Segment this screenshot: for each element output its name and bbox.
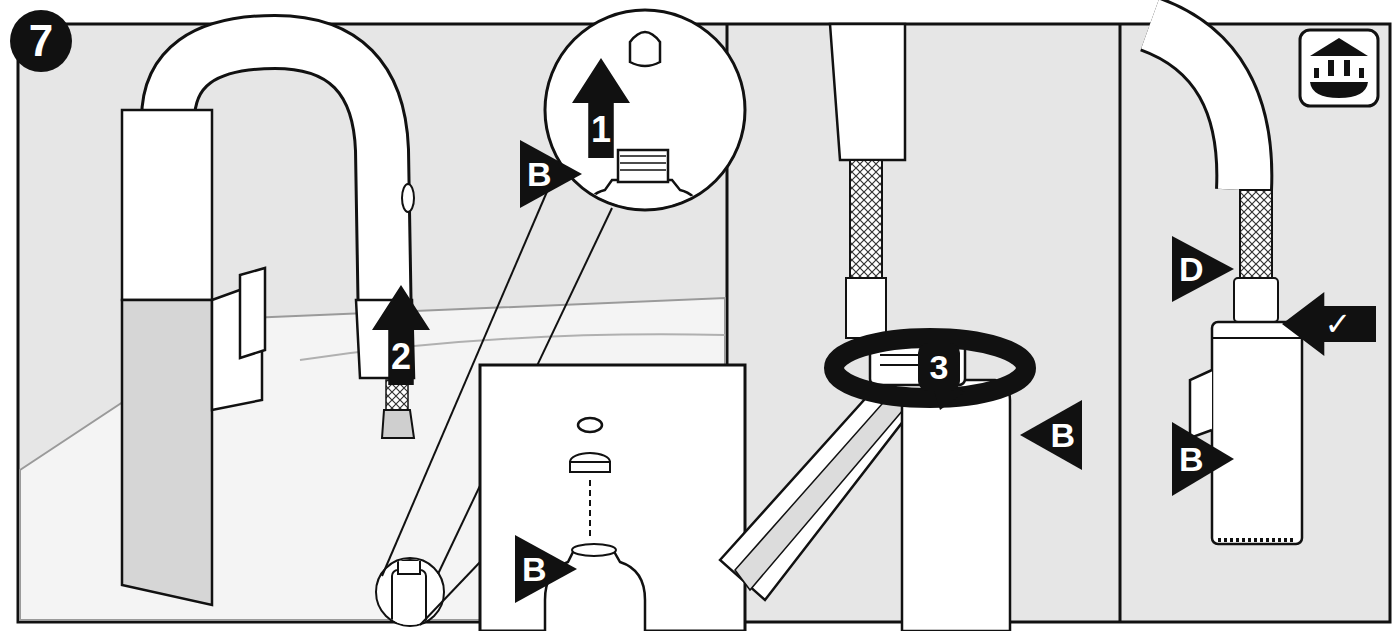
step-number-text: 7 <box>29 19 53 63</box>
marker-text: B <box>527 157 552 191</box>
check-arrow: ✓ <box>1282 292 1376 356</box>
marker-fill <box>918 343 960 391</box>
marker-fill <box>1172 422 1234 496</box>
marker-fill <box>372 285 430 385</box>
marker-fill <box>1172 236 1234 302</box>
marker-text: B <box>1050 418 1075 452</box>
callout-number: 3 <box>918 343 960 391</box>
marker-fill <box>520 140 582 208</box>
part-letter: B <box>520 140 582 208</box>
marker-fill <box>572 58 630 158</box>
part-letter: B <box>1172 422 1234 496</box>
part-letter: B <box>1020 400 1082 470</box>
marker-text: B <box>522 552 547 586</box>
callout-number: 2 <box>372 285 430 385</box>
marker-text: ✓ <box>1325 308 1352 340</box>
step-number: 7 <box>10 10 72 72</box>
marker-text: 2 <box>391 339 411 375</box>
callout-number: 1 <box>572 58 630 158</box>
marker-text: 1 <box>591 112 611 148</box>
marker-fill <box>1020 400 1082 470</box>
marker-fill <box>515 535 577 603</box>
part-letter: D <box>1172 236 1234 302</box>
marker-fill <box>10 10 72 72</box>
marker-fill <box>1282 292 1376 356</box>
part-letter: B <box>515 535 577 603</box>
marker-text: B <box>1179 442 1204 476</box>
marker-text: D <box>1179 252 1204 286</box>
marker-text: 3 <box>930 350 949 384</box>
